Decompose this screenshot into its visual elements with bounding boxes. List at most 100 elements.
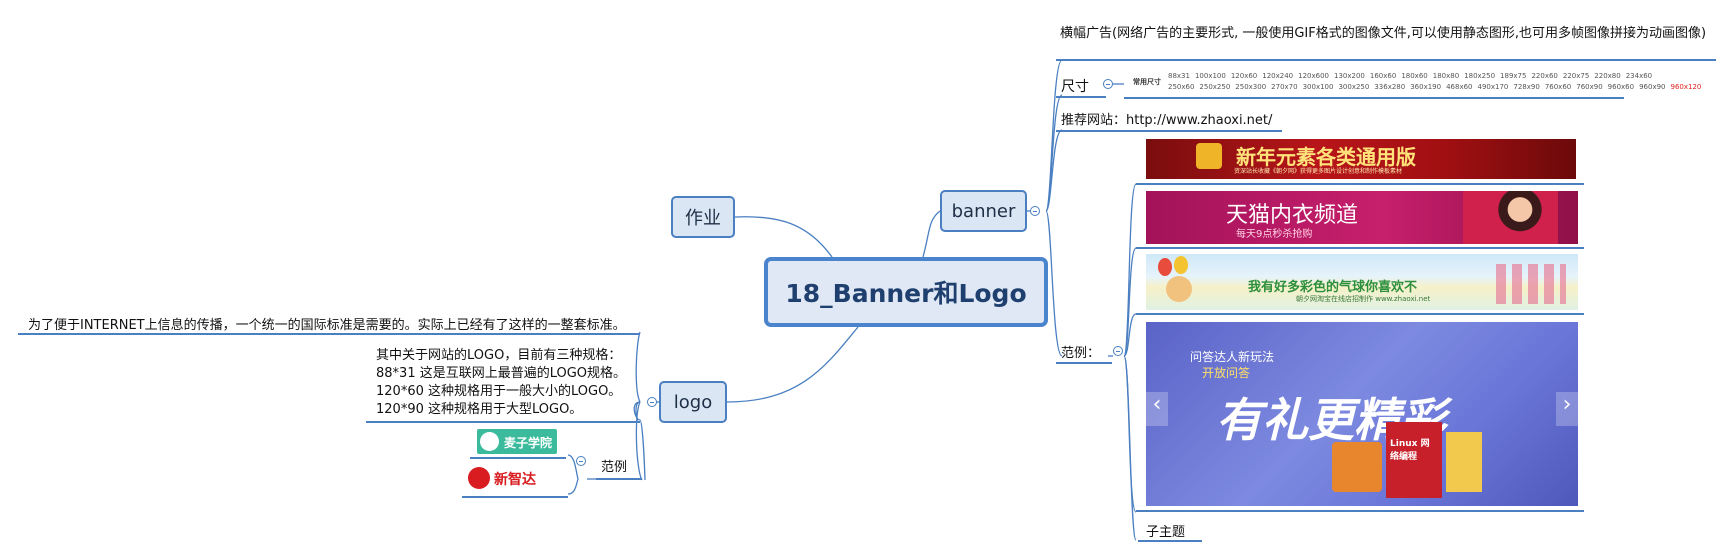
size-row-1: 88x31 100x100 120x60 120x240 120x600 130x200 1… bbox=[1168, 71, 1706, 82]
banner-examples-label: 范例： bbox=[1061, 346, 1101, 361]
size-value: 180x80 bbox=[1432, 72, 1460, 80]
logo-examples-label: 范例 bbox=[601, 460, 628, 475]
banner-1-title: 新年元素各类通用版 bbox=[1236, 145, 1416, 169]
topic-homework-label: 作业 bbox=[685, 208, 721, 229]
collapse-logo-toggle[interactable] bbox=[647, 397, 657, 407]
central-topic-label: 18_Banner和Logo bbox=[785, 279, 1027, 308]
girl-face-icon bbox=[1166, 276, 1192, 302]
size-value: 220x80 bbox=[1594, 72, 1621, 80]
size-value: 490x170 bbox=[1477, 83, 1509, 91]
size-value: 189x75 bbox=[1500, 72, 1527, 80]
topic-logo-label: logo bbox=[673, 391, 713, 413]
site-underline bbox=[1056, 130, 1282, 132]
banner-example-newyear[interactable]: 新年元素各类通用版 资深站长收藏《朝夕网》获得更多图片设计创意和制作模板素材 bbox=[1146, 139, 1576, 179]
recommended-site[interactable]: 推荐网站：http://www.zhaoxi.net/ bbox=[1061, 113, 1273, 128]
logo-examples-underline bbox=[596, 478, 642, 480]
logo-spec-line-1: 其中关于网站的LOGO，目前有三种规格： bbox=[376, 348, 622, 363]
logo-spec-line-2: 88*31 这是互联网上最普遍的LOGO规格。 bbox=[376, 366, 627, 381]
logo-spec-line-3: 120*60 这种规格用于一般大小的LOGO。 bbox=[376, 384, 622, 399]
banner-4-tagline2: 开放问答 bbox=[1202, 366, 1251, 380]
logo-2-underline bbox=[462, 496, 568, 498]
size-value: 300x250 bbox=[1338, 83, 1370, 91]
logo-spec-underline bbox=[366, 421, 640, 423]
size-underline bbox=[1056, 96, 1106, 98]
size-value: 120x600 bbox=[1298, 72, 1330, 80]
size-value-highlight: 960x120 bbox=[1670, 83, 1702, 91]
logo-spec: 其中关于网站的LOGO，目前有三种规格： 88*31 这是互联网上最普遍的LOG… bbox=[376, 347, 626, 419]
topic-banner[interactable]: banner bbox=[940, 190, 1027, 232]
size-value: 160x60 bbox=[1369, 72, 1397, 80]
book-cover: Linux 网络编程 bbox=[1386, 422, 1442, 498]
size-value: 960x60 bbox=[1607, 83, 1635, 91]
gold-ingot-icon bbox=[1196, 143, 1222, 169]
central-topic[interactable]: 18_Banner和Logo bbox=[764, 257, 1048, 327]
prev-arrow-icon[interactable]: ‹ bbox=[1146, 392, 1168, 426]
topic-homework[interactable]: 作业 bbox=[671, 196, 735, 238]
banner-2-underline bbox=[1136, 247, 1584, 249]
book-title: Linux 网络编程 bbox=[1390, 439, 1430, 462]
leaf-icon bbox=[480, 432, 499, 451]
size-table-underline bbox=[1124, 97, 1624, 99]
collapse-banner-toggle[interactable] bbox=[1030, 206, 1040, 216]
size-table: 88x31 100x100 120x60 120x240 120x600 130x200 1… bbox=[1168, 71, 1706, 93]
collapse-size-toggle[interactable] bbox=[1103, 79, 1113, 89]
banner-3-underline bbox=[1136, 313, 1584, 315]
size-value: 234x60 bbox=[1625, 72, 1653, 80]
collapse-banner-examples-toggle[interactable] bbox=[1113, 346, 1123, 356]
banner-3-subtitle: 朝夕网淘宝在线店招制作 www.zhaoxi.net bbox=[1296, 295, 1431, 303]
size-value: 728x90 bbox=[1513, 83, 1540, 91]
banner-example-balloons[interactable]: 我有好多彩色的气球你喜欢不 朝夕网淘宝在线店招制作 www.zhaoxi.net bbox=[1146, 254, 1578, 310]
banner-examples-underline bbox=[1056, 362, 1112, 364]
balloon-icon bbox=[1174, 256, 1188, 274]
size-value: 760x60 bbox=[1544, 83, 1572, 91]
size-value: 180x250 bbox=[1464, 72, 1496, 80]
banner-2-subtitle: 每天9点秒杀抢购 bbox=[1236, 229, 1313, 240]
banner-definition: 横幅广告(网络广告的主要形式, 一般使用GIF格式的图像文件,可以使用静态图形,… bbox=[1060, 26, 1707, 41]
banner-2-title: 天猫内衣频道 bbox=[1226, 203, 1359, 228]
size-value: 250x250 bbox=[1199, 83, 1231, 91]
logo-intro-underline bbox=[18, 333, 640, 335]
book-cover-2 bbox=[1446, 432, 1482, 492]
kids-illustration bbox=[1496, 264, 1566, 304]
size-value: 88x31 bbox=[1168, 72, 1190, 80]
logo-1-underline bbox=[470, 457, 566, 459]
size-value: 250x300 bbox=[1235, 83, 1267, 91]
banner-1-underline bbox=[1136, 183, 1584, 185]
banner-definition-underline bbox=[1056, 59, 1716, 61]
logo-xinzhida[interactable]: 新智达 bbox=[466, 463, 568, 494]
size-value: 120x60 bbox=[1230, 72, 1258, 80]
size-value: 220x60 bbox=[1531, 72, 1558, 80]
size-value: 468x60 bbox=[1446, 83, 1473, 91]
topic-logo[interactable]: logo bbox=[659, 381, 727, 423]
model-photo bbox=[1463, 191, 1558, 244]
logo-spec-line-4: 120*90 这种规格用于大型LOGO。 bbox=[376, 402, 583, 417]
banner-1-subtitle: 资深站长收藏《朝夕网》获得更多图片设计创意和制作模板素材 bbox=[1234, 168, 1403, 175]
size-value: 336x280 bbox=[1374, 83, 1406, 91]
size-value: 130x200 bbox=[1334, 72, 1365, 80]
size-value: 180x60 bbox=[1401, 72, 1428, 80]
topic-banner-label: banner bbox=[951, 200, 1016, 222]
logo-intro: 为了便于INTERNET上信息的传播，一个统一的国际标准是需要的。实际上已经有了… bbox=[28, 318, 626, 333]
size-value: 300x100 bbox=[1302, 83, 1334, 91]
next-arrow-icon[interactable]: › bbox=[1556, 392, 1578, 426]
subtopic-label: 子主题 bbox=[1146, 525, 1186, 540]
size-label: 尺寸 bbox=[1061, 79, 1089, 95]
size-value: 120x240 bbox=[1262, 72, 1294, 80]
xinzhida-mark-icon bbox=[468, 467, 490, 489]
banner-4-underline bbox=[1136, 510, 1584, 512]
banner-example-qa[interactable]: 问答达人新玩法 开放问答 有礼更精彩 Linux 网络编程 ‹ › bbox=[1146, 322, 1578, 506]
size-value: 960x90 bbox=[1639, 83, 1666, 91]
size-value: 100x100 bbox=[1194, 72, 1226, 80]
banner-example-tmall[interactable]: 天猫内衣频道 每天9点秒杀抢购 bbox=[1146, 191, 1578, 244]
logo-xinzhida-text: 新智达 bbox=[494, 472, 536, 488]
subtopic-underline bbox=[1138, 540, 1202, 542]
logo-maizi-text: 麦子学院 bbox=[504, 436, 553, 450]
size-value: 220x75 bbox=[1562, 72, 1590, 80]
logo-maizi[interactable]: 麦子学院 bbox=[477, 429, 557, 454]
collapse-logo-examples-toggle[interactable] bbox=[576, 456, 586, 466]
size-value: 760x90 bbox=[1576, 83, 1603, 91]
size-value: 270x70 bbox=[1271, 83, 1298, 91]
balloon-icon bbox=[1158, 258, 1172, 276]
